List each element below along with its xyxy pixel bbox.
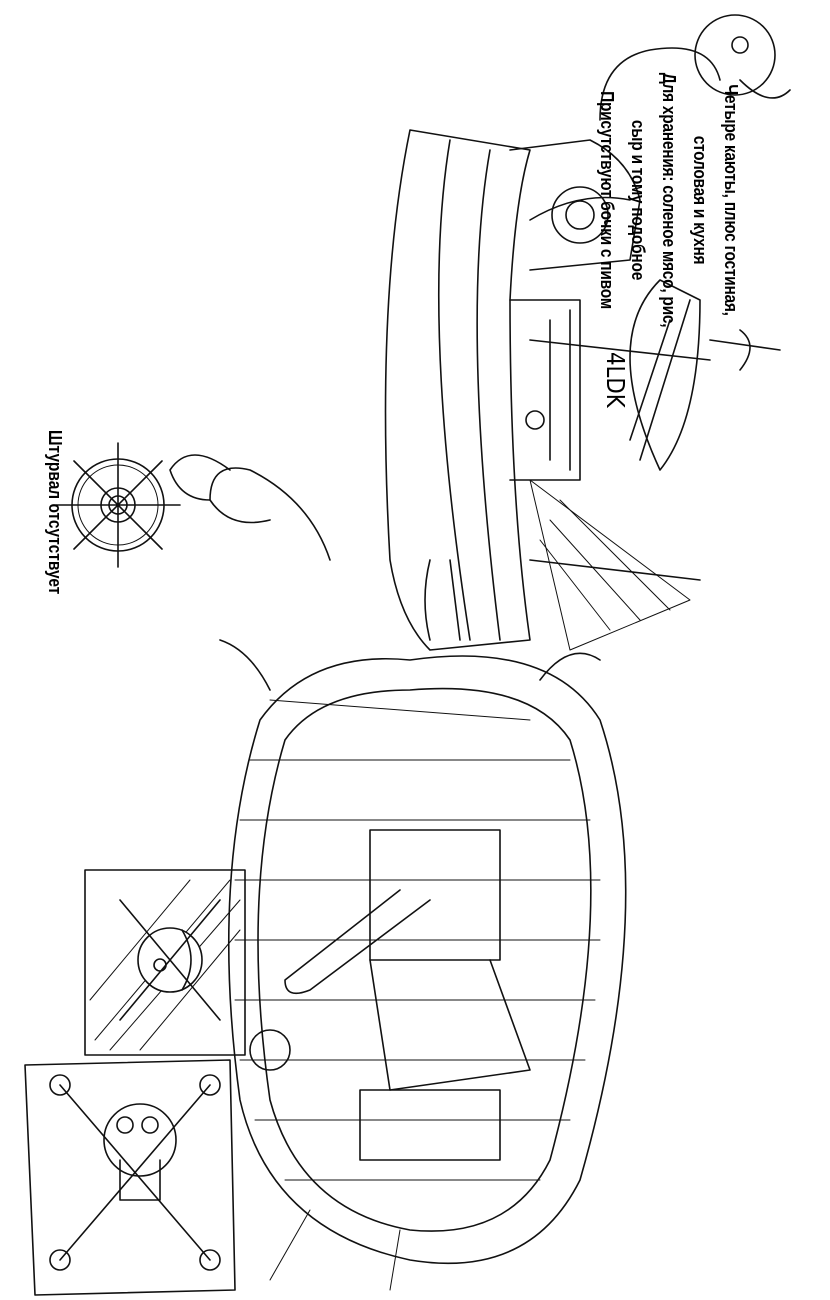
jolly-roger-flag-sketch	[84, 869, 246, 1056]
ship-side-view-sketch	[384, 14, 791, 651]
note-line: Присутствуют бочки с пивом	[597, 91, 617, 309]
note-line: Для хранения: соленое мясо, рис,	[659, 72, 679, 328]
jolly-roger-flag-sketch-alt	[24, 1059, 236, 1296]
layout-label: 4LDK	[601, 352, 630, 408]
ship-wheel-sketch	[55, 442, 181, 568]
note-line: столовая и кухня	[690, 135, 710, 265]
note-line: сыр и тому подобное	[628, 119, 648, 281]
ship-top-view-sketch	[169, 454, 627, 1291]
note-line: Четыре каюты, плюс гостиная,	[721, 84, 741, 316]
wheel-note: Штурвал отсутствует	[45, 430, 65, 595]
ship-notes: Четыре каюты, плюс гостиная, столовая и …	[591, 20, 746, 380]
